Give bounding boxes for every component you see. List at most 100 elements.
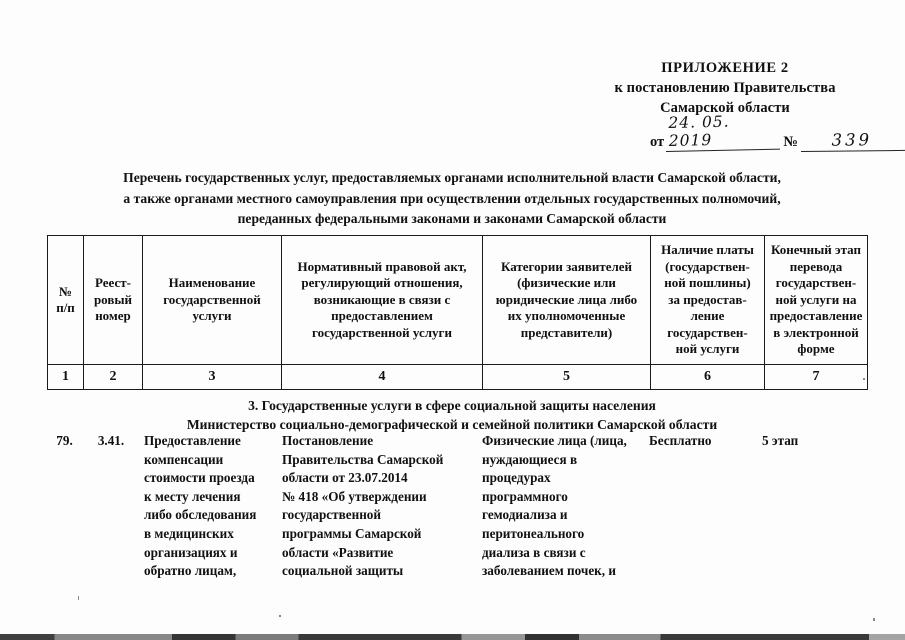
section-caption-ministry: Министерство социально-демографической и… [186, 417, 718, 432]
document-intro-title: Перечень государственных услуг, предоста… [52, 168, 852, 230]
section-caption-primary: 3. Государственные услуги в сфере социал… [248, 398, 656, 413]
number-label: № [783, 134, 798, 150]
column-number-4: 4 [281, 364, 483, 390]
scan-speck [863, 378, 865, 380]
table-header-line: представители) [520, 324, 613, 340]
row-text-line: социальной защиты [282, 563, 404, 579]
table-header-line: Наименование [168, 275, 256, 291]
column-number-6: 6 [650, 364, 765, 390]
handwritten-date-value: 24. 05. 2019 [665, 111, 781, 152]
table-header-line: услуги [192, 308, 232, 324]
table-header-line: перевода [789, 258, 843, 274]
row-text-line: процедурах [482, 470, 551, 486]
table-header-line: ровый [93, 291, 133, 307]
table-header-line: п/п [56, 300, 75, 315]
column-number-3: 3 [142, 364, 282, 390]
row-text-line: области «Развитие [282, 544, 394, 560]
row-text-line: Правительства Самарской [282, 451, 444, 467]
table-header-line: Нормативный правовой акт, [297, 258, 467, 274]
date-label: от [650, 134, 665, 150]
row-text-line: к месту лечения [144, 488, 241, 504]
column-number-2: 2 [83, 364, 143, 390]
row-text-line: заболеванием почек, и [482, 563, 616, 579]
row-text-line: в медицинских [144, 525, 234, 541]
table-header-cell-fee: Наличие платы(государствен-ной пошлины)з… [650, 235, 765, 365]
table-header-line: возникающие в связи с [313, 291, 451, 307]
table-column-numbers-row: 1 2 3 4 5 6 7 [47, 364, 868, 390]
table-header-line: (физические или [517, 275, 616, 291]
table-header-line: государственной [163, 291, 261, 307]
table-header-line: ление [690, 308, 725, 324]
scan-speck [78, 596, 79, 600]
row-text-line: Постановление [282, 433, 374, 448]
row-text-line: перитонеального [482, 525, 585, 541]
handwritten-number-value: 339 [800, 129, 905, 152]
row-registry-number: 3.41. [97, 433, 125, 448]
section-captions: 3. Государственные услуги в сфере социал… [52, 396, 852, 434]
row-text-line: области от 23.07.2014 [282, 470, 408, 486]
table-header-cell-legal-act: Нормативный правовой акт,регулирующий от… [281, 235, 483, 365]
table-header-line: ной пошлины) [664, 275, 751, 291]
row-text-line: Физические лица (лица, [482, 433, 627, 448]
intro-line-1: Перечень государственных услуг, предоста… [123, 170, 781, 185]
row-text-line: компенсации [144, 451, 224, 467]
scan-speck [279, 615, 281, 617]
row-number: 79. [56, 433, 73, 448]
row-text-line: гемодиализа и [482, 507, 568, 523]
row-final-stage: 5 этап [762, 433, 799, 448]
row-text-line: нуждающиеся в [482, 451, 578, 467]
intro-line-3: переданных федеральными законами и закон… [237, 211, 667, 226]
intro-line-2: а также органами местного самоуправления… [123, 190, 781, 206]
row-text-line: № 418 «Об утверждении [282, 488, 427, 504]
appendix-title: ПРИЛОЖЕНИЕ 2 [661, 60, 789, 76]
row-text-line: либо обследования [144, 507, 257, 523]
table-header-line: ной услуги на [775, 291, 857, 307]
row-service-name: Предоставление компенсации стоимости проез… [140, 432, 278, 581]
column-number-7: 7 [764, 364, 868, 390]
table-header-line: регулирующий отношения, [301, 275, 463, 291]
row-text-line: государственной [282, 507, 381, 523]
row-fee: Бесплатно [649, 433, 712, 448]
table-header-line: их уполномоченные [507, 308, 626, 324]
table-header-line: форме [797, 341, 835, 357]
table-header-line: (государствен- [665, 258, 750, 274]
scan-edge-artifact [0, 634, 905, 640]
table-header-line: ной услуги [675, 341, 740, 357]
row-text-line: диализа в связи с [482, 544, 586, 560]
table-header-line: Реест- [95, 275, 131, 291]
row-applicants: Физические лица (лица, нуждающиеся в проце… [478, 432, 645, 581]
table-header-line: номер [95, 308, 131, 324]
table-header-line: государствен- [775, 275, 857, 291]
row-text-line: организациях и [144, 544, 238, 560]
row-text-line: программного [482, 488, 568, 504]
table-header-line: в электронной [773, 324, 859, 340]
row-text-line: программы Самарской [282, 525, 422, 541]
document-header: ПРИЛОЖЕНИЕ 2 к постановлению Правительст… [560, 58, 890, 118]
appendix-subtitle-line-1: к постановлению Правительства [614, 80, 836, 96]
table-header-line: государствен- [667, 324, 748, 340]
column-number-1: 1 [47, 364, 84, 390]
table-header-line: предоставление [769, 308, 863, 324]
row-text-line: Предоставление [144, 433, 241, 448]
table-row: 79. 3.41. Предоставление компенсации стоим… [47, 432, 860, 581]
row-text-line: обратно лицам, [144, 563, 237, 579]
table-header-line: № [58, 283, 73, 299]
row-text-line: стоимости проезда [144, 470, 255, 486]
table-header-line: юридические лица либо [495, 291, 638, 307]
table-header-line: государственной услуги [312, 324, 452, 340]
decree-date-number-row: от 24. 05. 2019 № 339 [650, 111, 905, 152]
table-header-line: предоставлением [331, 308, 433, 324]
table-header-line: за предостав- [668, 291, 747, 307]
table-header-line: Наличие платы [661, 242, 754, 258]
appendix-subtitle-line-2: Самарской области [660, 100, 790, 116]
scan-speck [873, 618, 875, 621]
